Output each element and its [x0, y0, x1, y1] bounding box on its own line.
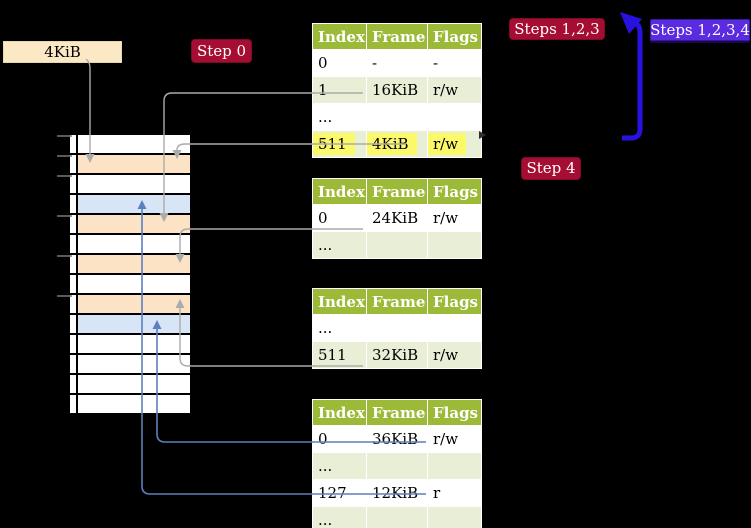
- table-cell: [427, 103, 482, 131]
- memory-frame: [70, 255, 190, 275]
- page-size-label: 4KiB: [3, 41, 122, 63]
- table-cell: 0: [312, 204, 367, 232]
- table-cell: [427, 231, 482, 259]
- highlighted-value: 511: [313, 133, 355, 155]
- memory-frame: [70, 235, 190, 255]
- header-frame: Frame: [366, 178, 428, 205]
- table-header-row: Index Frame Flags: [312, 288, 482, 315]
- header-flags: Flags: [427, 23, 482, 50]
- table-cell: 0: [312, 425, 367, 453]
- memory-frame: [70, 295, 190, 315]
- table-cell: [366, 231, 428, 259]
- header-frame: Frame: [366, 399, 428, 426]
- memory-frame: [70, 135, 190, 155]
- table-row: 511 32KiB r/w: [312, 341, 482, 369]
- table-cell: 32KiB: [366, 341, 428, 369]
- table-cell: ...: [312, 231, 367, 259]
- table-cell: [427, 314, 482, 342]
- table-cell: [366, 314, 428, 342]
- steps1234-label: Steps 1,2,3,4: [650, 19, 750, 41]
- table-row: ...: [312, 231, 482, 259]
- header-index: Index: [312, 288, 367, 315]
- table-row: ...: [312, 452, 482, 480]
- table-cell: [366, 103, 428, 131]
- memory-frame: [70, 395, 190, 415]
- loop-arrow: [622, 20, 643, 141]
- header-flags: Flags: [427, 288, 482, 315]
- memory-frame: [70, 355, 190, 375]
- table-header-row: Index Frame Flags: [312, 23, 482, 50]
- memory-column-border: [76, 135, 78, 415]
- table-row: ...: [312, 103, 482, 131]
- table-row: ...: [312, 506, 482, 528]
- table-cell: [427, 452, 482, 480]
- table-cell: -: [366, 49, 428, 77]
- memory-frame: [70, 155, 190, 175]
- memory-frame: [70, 175, 190, 195]
- header-flags: Flags: [427, 178, 482, 205]
- page-table-3: Index Frame Flags 0 36KiB r/w ... 127 12…: [312, 399, 482, 528]
- table-cell: -: [427, 49, 482, 77]
- table-cell: 16KiB: [366, 76, 428, 104]
- table-row: 0 - -: [312, 49, 482, 77]
- memory-frame: [70, 335, 190, 355]
- table-cell: r/w: [427, 130, 482, 158]
- table-row: 0 24KiB r/w: [312, 204, 482, 232]
- header-frame: Frame: [366, 23, 428, 50]
- table-cell: r/w: [427, 76, 482, 104]
- header-frame: Frame: [366, 288, 428, 315]
- table-cell: [427, 506, 482, 528]
- page-table-0: Index Frame Flags 0 - - 1 16KiB r/w ... …: [312, 23, 482, 158]
- memory-frame: [70, 215, 190, 235]
- header-index: Index: [312, 178, 367, 205]
- step4-label: Step 4: [521, 157, 581, 180]
- header-index: Index: [312, 399, 367, 426]
- table-header-row: Index Frame Flags: [312, 399, 482, 426]
- memory-frame: [70, 275, 190, 295]
- table-cell: 127: [312, 479, 367, 507]
- table-cell: ...: [312, 103, 367, 131]
- step0-label: Step 0: [191, 39, 252, 63]
- table-cell: [366, 506, 428, 528]
- table-row: 0 36KiB r/w: [312, 425, 482, 453]
- table-cell: 36KiB: [366, 425, 428, 453]
- page-table-1: Index Frame Flags 0 24KiB r/w ...: [312, 178, 482, 259]
- table-row: ...: [312, 314, 482, 342]
- table-cell: 0: [312, 49, 367, 77]
- table-cell: r: [427, 479, 482, 507]
- table-cell: [366, 452, 428, 480]
- table-row-highlighted: 511 4KiB r/w: [312, 130, 482, 158]
- table-cell: ...: [312, 506, 367, 528]
- table-row: 127 12KiB r: [312, 479, 482, 507]
- table-header-row: Index Frame Flags: [312, 178, 482, 205]
- memory-frame: [70, 195, 190, 215]
- table-cell: 1: [312, 76, 367, 104]
- highlighted-value: r/w: [428, 133, 467, 155]
- physical-memory-column: [70, 135, 190, 415]
- page-table-2: Index Frame Flags ... 511 32KiB r/w: [312, 288, 482, 369]
- table-cell: r/w: [427, 341, 482, 369]
- table-cell: ...: [312, 452, 367, 480]
- memory-frame: [70, 315, 190, 335]
- table-cell: 24KiB: [366, 204, 428, 232]
- table-cell: 511: [312, 341, 367, 369]
- steps123-label: Steps 1,2,3: [509, 18, 605, 40]
- table-cell: 511: [312, 130, 367, 158]
- table-cell: ...: [312, 314, 367, 342]
- table-cell: r/w: [427, 204, 482, 232]
- header-flags: Flags: [427, 399, 482, 426]
- table-cell: r/w: [427, 425, 482, 453]
- loop-arrowhead-icon: [620, 12, 642, 34]
- table-row: 1 16KiB r/w: [312, 76, 482, 104]
- header-index: Index: [312, 23, 367, 50]
- memory-frame: [70, 375, 190, 395]
- table-cell: 12KiB: [366, 479, 428, 507]
- table-cell: 4KiB: [366, 130, 428, 158]
- highlighted-value: 4KiB: [367, 133, 417, 155]
